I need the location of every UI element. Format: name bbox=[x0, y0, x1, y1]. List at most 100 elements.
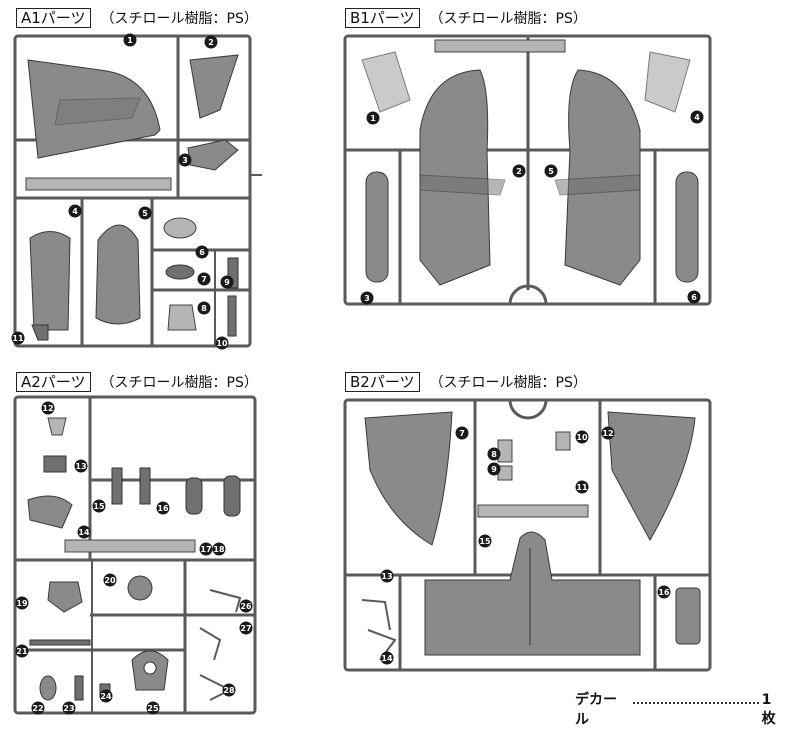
svg-text:2: 2 bbox=[516, 167, 522, 176]
panel-label-b1: B1パーツ bbox=[345, 8, 420, 28]
part-a1-10 bbox=[227, 257, 239, 289]
decal-line: デカール 1枚 bbox=[575, 689, 785, 729]
sprue-frame-b2 bbox=[343, 398, 712, 672]
svg-text:24: 24 bbox=[100, 692, 112, 701]
material-label-a2: （スチロール樹脂：PS） bbox=[100, 375, 258, 391]
callout-a1-3: 3 bbox=[178, 153, 192, 167]
svg-text:16: 16 bbox=[157, 504, 169, 513]
part-a1-2 bbox=[189, 54, 239, 119]
svg-text:9: 9 bbox=[224, 278, 230, 287]
part-a2-16 bbox=[185, 475, 241, 517]
callout-a1-1: 1 bbox=[123, 33, 137, 47]
callout-a2-21: 21 bbox=[15, 644, 29, 658]
callout-b1-1: 1 bbox=[366, 111, 380, 125]
callout-b1-2: 2 bbox=[512, 164, 526, 178]
part-a2-21 bbox=[29, 639, 91, 646]
part-a2-25 bbox=[131, 650, 169, 691]
callout-b2-8: 8 bbox=[487, 447, 501, 461]
svg-text:26: 26 bbox=[240, 602, 252, 611]
panel-header-a2: A2パーツ （スチロール樹脂：PS） bbox=[16, 372, 258, 392]
svg-text:18: 18 bbox=[213, 545, 225, 554]
leader-dots bbox=[632, 694, 759, 704]
callout-a1-6: 6 bbox=[195, 245, 209, 259]
svg-text:8: 8 bbox=[201, 304, 207, 313]
material-label-b2: （スチロール樹脂：PS） bbox=[429, 375, 587, 391]
svg-text:5: 5 bbox=[548, 167, 554, 176]
svg-text:15: 15 bbox=[479, 537, 491, 546]
part-a1-6 bbox=[95, 224, 141, 325]
callout-b2-11: 11 bbox=[575, 480, 589, 494]
part-a2-12 bbox=[47, 417, 67, 436]
callout-b2-13: 13 bbox=[380, 569, 394, 583]
svg-text:11: 11 bbox=[576, 483, 588, 492]
panel-header-b2: B2パーツ （スチロール樹脂：PS） bbox=[345, 372, 587, 392]
panel-label-a1: A1パーツ bbox=[16, 8, 91, 28]
callout-a1-2: 2 bbox=[204, 35, 218, 49]
decal-label: デカール bbox=[575, 692, 617, 728]
callout-b2-7: 7 bbox=[455, 426, 469, 440]
part-a1-11 bbox=[227, 295, 237, 337]
part-a2-22 bbox=[39, 675, 57, 701]
panel-label-a2: A2パーツ bbox=[16, 372, 91, 392]
callout-a2-24: 24 bbox=[99, 689, 113, 703]
part-b2-16 bbox=[675, 587, 701, 645]
part-b1-6 bbox=[675, 171, 699, 283]
svg-text:6: 6 bbox=[199, 248, 205, 257]
callout-a1-10: 10 bbox=[215, 336, 229, 350]
part-a1-5 bbox=[31, 324, 49, 341]
svg-text:2: 2 bbox=[208, 38, 214, 47]
callout-a2-18: 18 bbox=[212, 542, 226, 556]
part-a2-15b bbox=[139, 467, 151, 505]
svg-text:5: 5 bbox=[142, 209, 148, 218]
callout-b1-4: 4 bbox=[690, 110, 704, 124]
callout-a1-5: 5 bbox=[138, 206, 152, 220]
callout-a2-19: 19 bbox=[15, 596, 29, 610]
part-b1-left-fuselage bbox=[419, 69, 506, 286]
callout-b2-12: 12 bbox=[601, 426, 615, 440]
part-b2-10 bbox=[555, 431, 571, 451]
part-a2-15 bbox=[111, 467, 123, 505]
decal-count: 1枚 bbox=[761, 692, 776, 727]
svg-text:28: 28 bbox=[223, 686, 235, 695]
part-a2-20 bbox=[127, 575, 153, 601]
svg-text:23: 23 bbox=[63, 704, 74, 713]
part-b1-1 bbox=[361, 51, 411, 113]
part-a2-23 bbox=[74, 675, 84, 701]
part-a2-14 bbox=[27, 495, 73, 529]
svg-text:7: 7 bbox=[201, 275, 207, 284]
part-b1-3 bbox=[365, 171, 389, 283]
part-b2-left-cowl bbox=[364, 411, 453, 546]
sprue-nameplate-b2 bbox=[477, 504, 589, 518]
part-b2-8 bbox=[497, 439, 513, 463]
svg-text:21: 21 bbox=[16, 647, 28, 656]
svg-text:12: 12 bbox=[42, 404, 53, 413]
callout-b2-15: 15 bbox=[478, 534, 492, 548]
svg-text:4: 4 bbox=[72, 207, 78, 216]
callout-a2-25: 25 bbox=[146, 701, 160, 715]
svg-text:19: 19 bbox=[16, 599, 28, 608]
sprue-nameplate-b1 bbox=[434, 39, 566, 53]
callout-a2-13: 13 bbox=[74, 459, 88, 473]
part-a1-3 bbox=[187, 139, 239, 171]
callout-a2-12: 12 bbox=[41, 401, 55, 415]
sprue-frame-b1 bbox=[343, 34, 712, 306]
callout-a2-15: 15 bbox=[92, 499, 106, 513]
part-b1-4 bbox=[644, 51, 691, 113]
callout-b1-5: 5 bbox=[544, 164, 558, 178]
svg-text:13: 13 bbox=[381, 572, 392, 581]
callout-a1-4: 4 bbox=[68, 204, 82, 218]
callout-a2-27: 27 bbox=[239, 621, 253, 635]
svg-text:20: 20 bbox=[104, 576, 116, 585]
svg-text:7: 7 bbox=[459, 429, 465, 438]
panel-label-b2: B2パーツ bbox=[345, 372, 420, 392]
callout-b2-10: 10 bbox=[575, 430, 589, 444]
svg-text:27: 27 bbox=[240, 624, 251, 633]
part-a1-7 bbox=[163, 217, 197, 239]
part-a2-27 bbox=[199, 627, 222, 661]
svg-text:16: 16 bbox=[658, 588, 670, 597]
svg-text:14: 14 bbox=[78, 528, 90, 537]
svg-text:14: 14 bbox=[381, 654, 393, 663]
svg-text:3: 3 bbox=[364, 294, 370, 303]
callout-a2-28: 28 bbox=[222, 683, 236, 697]
